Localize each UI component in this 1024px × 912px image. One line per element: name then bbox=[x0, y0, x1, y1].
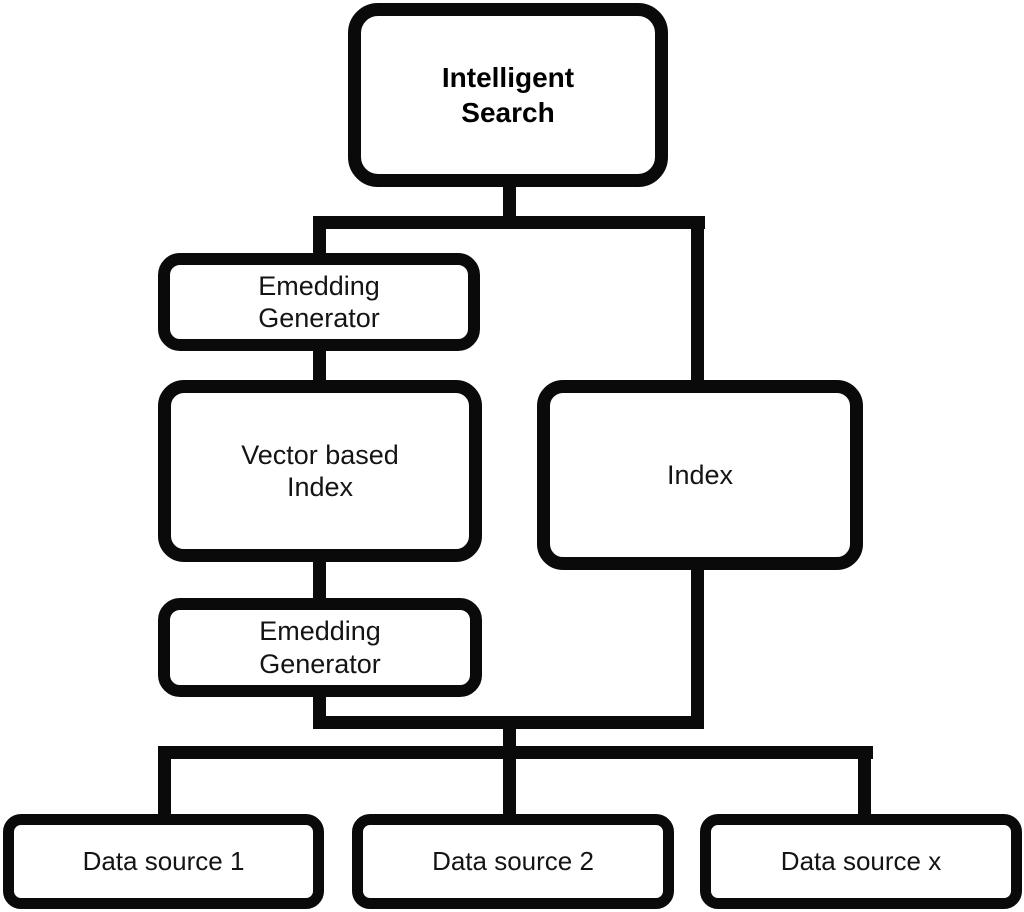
connector-distribute-horizontal bbox=[158, 746, 873, 759]
node-data-source-x: Data source x bbox=[700, 814, 1022, 909]
connector-top-horizontal bbox=[315, 216, 705, 229]
node-embedding-generator-bottom: Emedding Generator bbox=[158, 598, 482, 697]
connector-top-left-vertical bbox=[313, 216, 326, 258]
connector-eg1-to-vbi bbox=[313, 345, 326, 385]
node-index: Index bbox=[537, 380, 863, 570]
connector-left-drop bbox=[158, 746, 171, 820]
node-vector-based-index: Vector based Index bbox=[158, 380, 482, 562]
node-intelligent-search: Intelligent Search bbox=[348, 3, 668, 187]
connector-top-right-vertical bbox=[691, 216, 704, 386]
node-embedding-generator-top: Emedding Generator bbox=[158, 253, 480, 351]
node-data-source-1: Data source 1 bbox=[3, 814, 324, 909]
connector-index-to-merge bbox=[691, 564, 704, 729]
node-data-source-2: Data source 2 bbox=[352, 814, 674, 909]
connector-root-stub bbox=[503, 184, 516, 220]
connector-vbi-to-eg2 bbox=[313, 556, 326, 604]
connector-right-drop bbox=[858, 746, 871, 820]
connector-merge-horizontal bbox=[313, 716, 704, 729]
connector-center-drop bbox=[503, 728, 516, 820]
